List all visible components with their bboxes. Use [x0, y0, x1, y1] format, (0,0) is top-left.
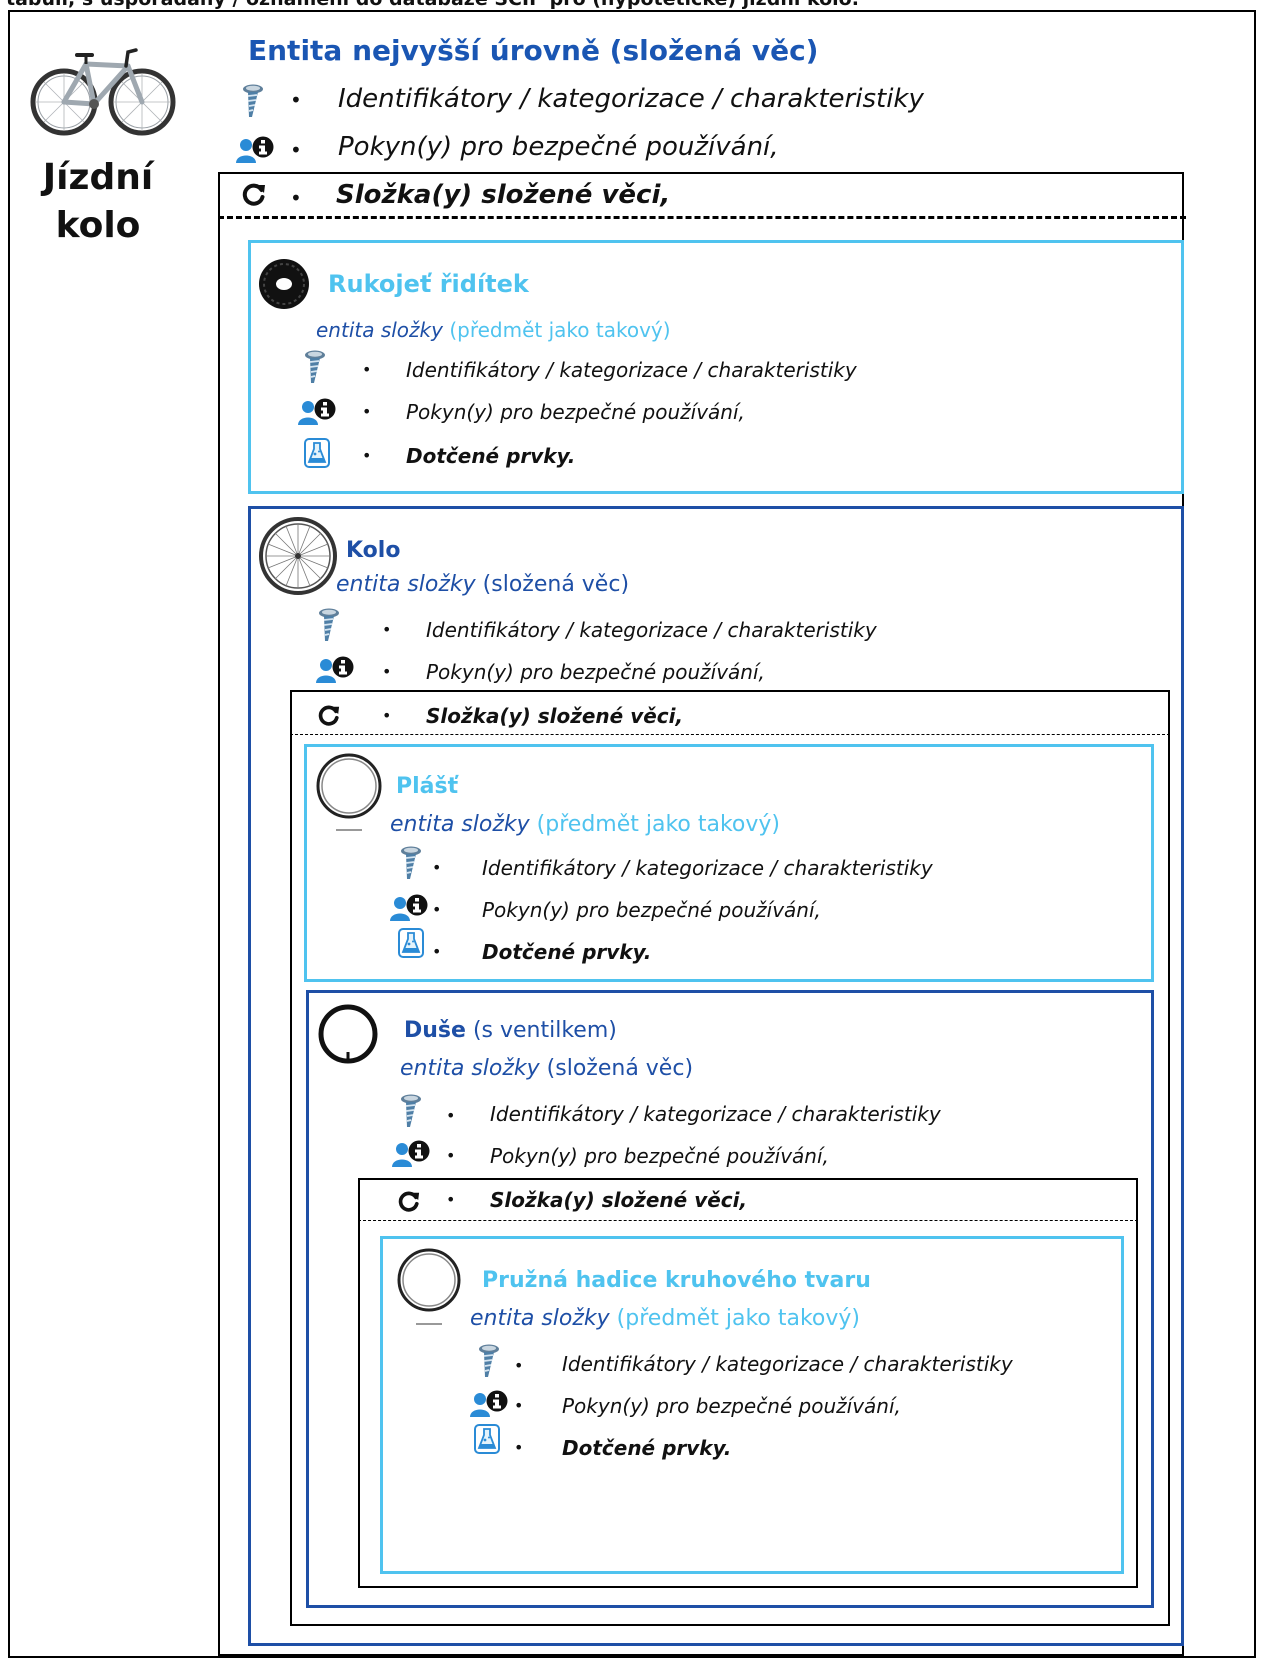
screw-icon — [398, 1094, 422, 1128]
wheel-identifiers-row: Identifikátory / kategorizace / charakte… — [426, 618, 877, 642]
bullet: • — [514, 1396, 524, 1415]
screw-icon — [398, 846, 422, 880]
component-tube-name-main: Duše — [404, 1018, 466, 1043]
hose-identifiers-row: Identifikátory / kategorizace / charakte… — [562, 1352, 1013, 1376]
grip-icon — [259, 259, 309, 309]
bullet: • — [446, 1146, 456, 1165]
bullet: • — [290, 138, 302, 162]
tube-components-frame — [358, 1178, 1138, 1588]
component-tyre-name: Plášť — [396, 774, 459, 799]
bullet: • — [290, 186, 302, 210]
entity-kind-label: entita složky — [390, 812, 530, 837]
flask-icon — [474, 1424, 500, 1454]
bullet: • — [514, 1438, 524, 1457]
bullet: • — [362, 446, 372, 465]
tube-components-divider — [358, 1220, 1138, 1221]
bullet: • — [446, 1190, 456, 1209]
person-info-icon — [392, 1140, 432, 1168]
person-info-icon — [316, 656, 356, 684]
component-hose-kind: entita složky (předmět jako takový) — [470, 1306, 860, 1331]
screw-icon — [316, 608, 340, 642]
bullet: • — [432, 858, 442, 877]
component-tube-name-extra: (s ventilkem) — [465, 1018, 617, 1043]
kind-complex-label: (složená věc) — [482, 572, 630, 597]
ring-icon — [397, 1248, 461, 1325]
grip-concern-row: Dotčené prvky. — [406, 444, 576, 468]
wheel-components-frame — [290, 690, 1170, 1626]
top-identifiers-row: Identifikátory / kategorizace / charakte… — [338, 84, 924, 114]
top-components-row: Složka(y) složené věci, — [336, 180, 671, 210]
component-wheel-name: Kolo — [346, 538, 401, 563]
person-info-icon — [470, 1390, 510, 1418]
bullet: • — [382, 706, 392, 725]
refresh-icon — [242, 182, 266, 206]
hose-concern-row: Dotčené prvky. — [562, 1436, 732, 1460]
tube-identifiers-row: Identifikátory / kategorizace / charakte… — [490, 1102, 941, 1126]
kind-article-label: (předmět jako takový) — [536, 812, 781, 837]
top-safe-use-row: Pokyn(y) pro bezpečné používání, — [338, 132, 779, 162]
top-components-divider — [218, 216, 1186, 219]
ring-icon — [316, 753, 382, 831]
screw-icon — [240, 84, 264, 118]
tube-components-row: Složka(y) složené věci, — [490, 1188, 748, 1212]
bullet: • — [290, 88, 302, 112]
kind-complex-label: (složená věc) — [546, 1056, 694, 1081]
entity-kind-label: entita složky — [316, 318, 443, 342]
refresh-icon — [398, 1190, 420, 1212]
screw-icon — [476, 1344, 500, 1378]
refresh-icon — [318, 704, 340, 726]
top-entity-title: Entita nejvyšší úrovně (složená věc) — [248, 34, 819, 67]
wheel-components-divider — [290, 734, 1170, 735]
bicycle-icon — [30, 48, 176, 136]
tyre-safe-use-row: Pokyn(y) pro bezpečné používání, — [482, 898, 821, 922]
bullet: • — [432, 942, 442, 961]
bullet: • — [446, 1106, 456, 1125]
entity-kind-label: entita složky — [336, 572, 476, 597]
tyre-concern-row: Dotčené prvky. — [482, 940, 652, 964]
bullet: • — [362, 360, 372, 379]
component-wheel-kind: entita složky (složená věc) — [336, 572, 629, 597]
bullet: • — [432, 900, 442, 919]
person-info-icon — [236, 136, 276, 164]
bullet: • — [362, 402, 372, 421]
person-info-icon — [298, 398, 338, 426]
ring-icon — [318, 1004, 378, 1064]
hose-safe-use-row: Pokyn(y) pro bezpečné používání, — [562, 1394, 901, 1418]
kind-article-label: (předmět jako takový) — [616, 1306, 861, 1331]
bullet: • — [514, 1356, 524, 1375]
component-grip-box — [248, 240, 1184, 494]
wheel-components-row: Složka(y) složené věci, — [426, 704, 684, 728]
entity-kind-label: entita složky — [400, 1056, 540, 1081]
wheel-icon — [259, 517, 337, 595]
bullet: • — [382, 662, 392, 681]
screw-icon — [302, 350, 326, 384]
grip-safe-use-row: Pokyn(y) pro bezpečné používání, — [406, 400, 745, 424]
component-tyre-box — [304, 744, 1154, 982]
component-wheel-box — [248, 506, 1184, 1646]
component-grip-name: Rukojeť řidítek — [328, 270, 529, 298]
diagram-caption: tabulí, s uspořádaný / oznámení do datab… — [6, 0, 859, 10]
flask-icon — [304, 438, 330, 468]
component-hose-box — [380, 1236, 1124, 1574]
flask-icon — [398, 928, 424, 958]
component-tube-name: Duše (s ventilkem) — [404, 1018, 617, 1043]
component-grip-kind: entita složky (předmět jako takový) — [316, 318, 671, 342]
tube-safe-use-row: Pokyn(y) pro bezpečné používání, — [490, 1144, 829, 1168]
bullet: • — [382, 620, 392, 639]
kind-article-label: (předmět jako takový) — [449, 318, 671, 342]
component-tube-box — [306, 990, 1154, 1608]
component-tube-kind: entita složky (složená věc) — [400, 1056, 693, 1081]
tyre-identifiers-row: Identifikátory / kategorizace / charakte… — [482, 856, 933, 880]
wheel-safe-use-row: Pokyn(y) pro bezpečné používání, — [426, 660, 765, 684]
entity-kind-label: entita složky — [470, 1306, 610, 1331]
grip-identifiers-row: Identifikátory / kategorizace / charakte… — [406, 358, 857, 382]
component-hose-name: Pružná hadice kruhového tvaru — [482, 1268, 871, 1293]
outer-frame — [8, 10, 1256, 1658]
component-tyre-kind: entita složky (předmět jako takový) — [390, 812, 780, 837]
person-info-icon — [390, 894, 430, 922]
bicycle-label: Jízdní kolo — [42, 157, 154, 246]
